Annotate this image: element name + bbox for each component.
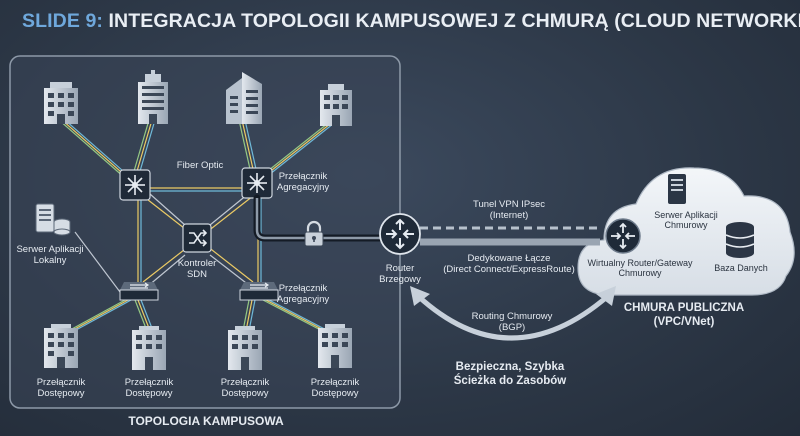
server-icon [668,174,686,204]
vpn-label: Tunel VPN IPsec(Internet) [473,199,545,221]
edge-router-icon [379,213,421,255]
switch-icon [119,282,159,301]
building-icon [44,324,78,368]
building-icon [44,82,78,124]
building-icon [320,84,352,126]
fiber-optic-label: Fiber Optic [176,160,224,171]
switch-icon [241,167,273,199]
routing-arrow [410,286,616,341]
sdn-controller-icon [182,223,212,253]
cloud-shape [577,167,795,296]
switch-icon [119,169,151,201]
public-cloud-caption: CHMURA PUBLICZNA(VPC/VNet) [623,302,745,328]
campus-caption: TOPOLOGIA KAMPUSOWA [128,414,284,428]
lock-icon [304,220,324,247]
cloud-router-icon [605,218,641,254]
routing-label: Routing Chmurowy(BGP) [471,311,553,333]
slide-number: SLIDE 9: [22,10,103,32]
switch-icon [239,282,279,301]
slide-title: SLIDE 9: INTEGRACJA TOPOLOGII KAMPUSOWEJ… [22,10,800,33]
building-icon [138,70,168,124]
building-icon [228,326,262,370]
dedicated-link-label: Dedykowane Łącze(Direct Connect/ExpressR… [443,253,575,275]
database-icon [725,222,755,258]
database-label: Baza Danych [714,263,768,273]
building-icon [226,72,262,124]
building-icon [132,326,166,370]
building-icon [318,324,352,368]
slide-heading: INTEGRACJA TOPOLOGII KAMPUSOWEJ Z CHMURĄ… [108,10,800,32]
server-icon [35,203,71,236]
